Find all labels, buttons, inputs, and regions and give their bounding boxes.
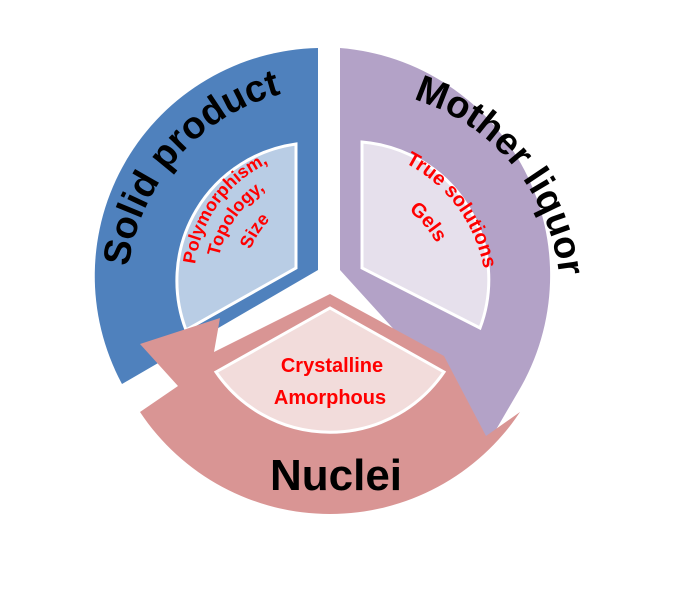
segment-nuclei: Nuclei Crystalline Amorphous <box>140 294 520 514</box>
nuclei-inner-line-1: Crystalline <box>281 355 383 377</box>
nuclei-inner-panel <box>213 306 447 434</box>
solid-product-inner-panel <box>175 142 298 333</box>
mother-liquor-inner-panel <box>360 140 491 331</box>
segment-solid-product: Solid product Polymorphism, Topology, Si… <box>94 48 319 384</box>
nuclei-label: Nuclei <box>270 451 402 500</box>
nuclei-inner-line-2: Amorphous <box>274 387 386 409</box>
